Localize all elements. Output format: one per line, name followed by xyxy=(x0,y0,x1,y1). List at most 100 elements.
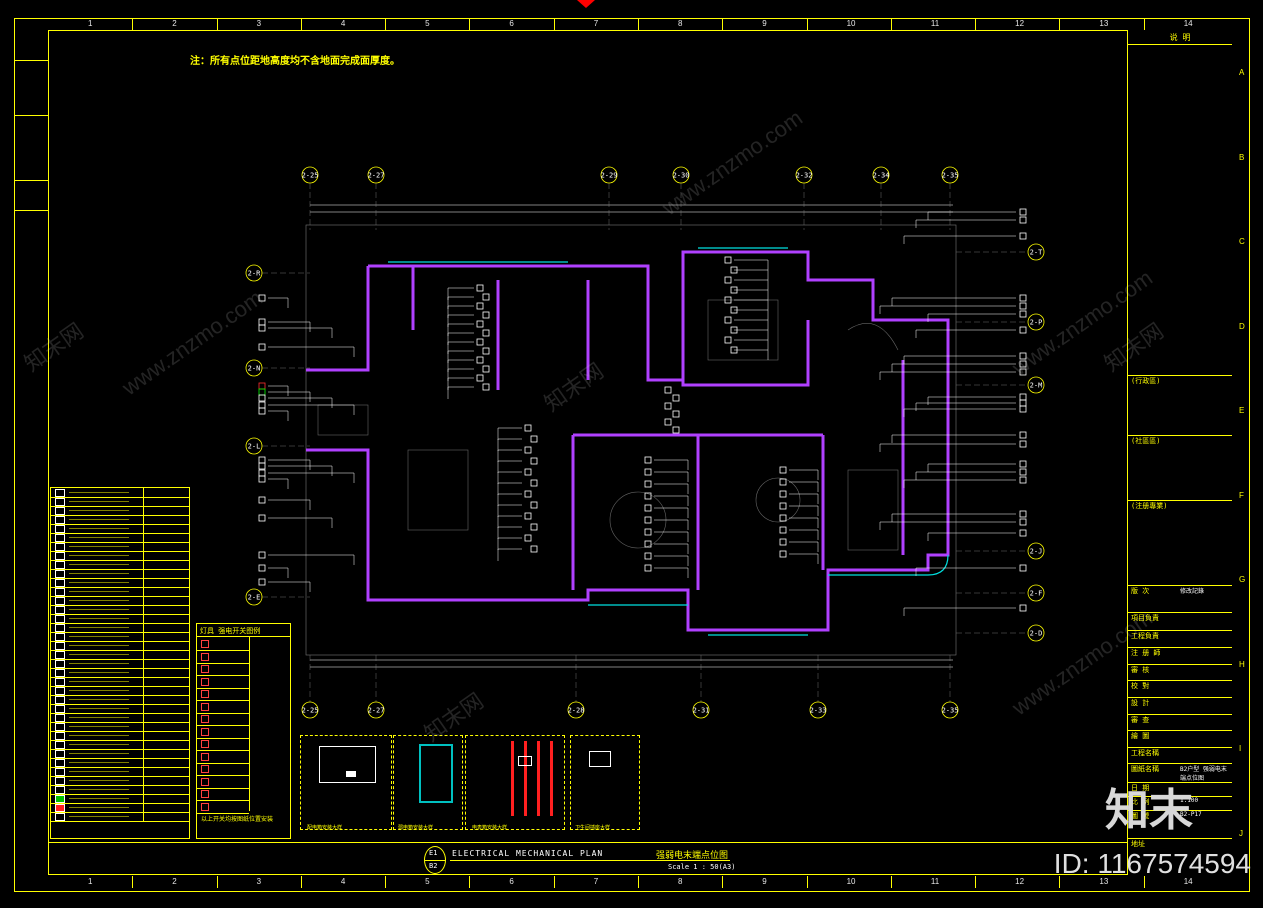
axis-bubble-left: 2-R xyxy=(245,264,263,282)
column-number: 6 xyxy=(509,877,514,886)
legend-symbol xyxy=(55,642,65,650)
column-number: 2 xyxy=(172,19,177,28)
device-symbol xyxy=(482,383,490,391)
legend-symbol xyxy=(55,696,65,704)
svg-text:2-F: 2-F xyxy=(1030,590,1043,598)
image-id: ID: 1167574594 xyxy=(1053,848,1251,879)
legend-symbol xyxy=(55,552,65,560)
device-symbol xyxy=(530,457,538,465)
drawing-sheet xyxy=(14,18,1250,892)
column-number: 8 xyxy=(678,19,683,28)
switch-icon xyxy=(201,715,209,723)
device-symbol xyxy=(779,538,787,546)
device-symbol xyxy=(1019,564,1027,572)
legend-symbol xyxy=(55,498,65,506)
svg-text:2-34: 2-34 xyxy=(873,172,890,180)
title-block-value: 1:100 xyxy=(1180,797,1199,804)
device-symbol xyxy=(779,514,787,522)
device-symbol xyxy=(1019,216,1027,224)
switch-legend-row xyxy=(197,688,249,701)
device-symbol xyxy=(258,382,266,390)
title-block-label: (注册專業) xyxy=(1131,502,1168,510)
legend-symbol xyxy=(55,543,65,551)
legend-row xyxy=(51,785,189,795)
switch-icon xyxy=(201,752,209,761)
svg-text:2-28: 2-28 xyxy=(568,707,585,715)
legend-symbol xyxy=(55,516,65,524)
title-block-label: 注 册 師 xyxy=(1131,649,1161,657)
device-symbol xyxy=(779,550,787,558)
switch-legend-row xyxy=(197,763,249,776)
legend-row xyxy=(51,605,189,615)
column-number: 13 xyxy=(1099,877,1109,886)
svg-text:2-35: 2-35 xyxy=(942,707,959,715)
column-number: 9 xyxy=(762,877,767,886)
legend-symbol xyxy=(55,489,65,497)
svg-text:2-33: 2-33 xyxy=(810,707,827,715)
row-letter: D xyxy=(1239,321,1245,331)
inner-frame xyxy=(48,30,1128,875)
legend-row xyxy=(51,569,189,579)
column-number: 7 xyxy=(593,877,599,886)
device-symbol xyxy=(1019,460,1027,468)
switch-legend-note: 以上开关均按图纸位置安装 xyxy=(201,816,274,823)
legend-row xyxy=(51,533,189,543)
column-number: 14 xyxy=(1183,877,1193,886)
legend-row xyxy=(51,767,189,777)
title-block-row: 繪 圖 xyxy=(1128,730,1232,744)
switch-icon xyxy=(201,727,209,736)
device-symbol xyxy=(530,479,538,487)
device-symbol xyxy=(644,564,652,572)
device-symbol xyxy=(258,564,266,572)
svg-text:2-N: 2-N xyxy=(248,365,261,373)
device-symbol xyxy=(644,516,652,524)
svg-text:2-25: 2-25 xyxy=(302,707,319,715)
device-symbol xyxy=(724,256,732,264)
legend-row xyxy=(51,551,189,561)
axis-bubble-left: 2-L xyxy=(245,437,263,455)
column-number: 4 xyxy=(340,877,346,886)
device-symbol xyxy=(672,426,680,434)
title-block-row: 圖紙名稱 B2户型 强弱电末端点位图 xyxy=(1128,763,1232,782)
column-number: 11 xyxy=(930,19,940,28)
device-symbol xyxy=(1019,518,1027,526)
switch-legend: 灯具 强电开关图例 以上开关均按图纸位置安装 xyxy=(196,623,291,839)
title-block-value: B2户型 强弱电末端点位图 xyxy=(1180,766,1227,782)
switch-legend-row xyxy=(197,776,249,789)
legend-row xyxy=(51,668,189,678)
column-number: 13 xyxy=(1099,19,1109,28)
svg-text:2-27: 2-27 xyxy=(368,707,385,715)
switch-legend-row xyxy=(197,738,249,751)
row-letter: E xyxy=(1239,406,1245,415)
axis-bubble-top: 2-29 xyxy=(601,166,617,184)
device-symbol xyxy=(644,456,652,464)
legend-symbol xyxy=(55,741,65,749)
device-symbol xyxy=(258,496,266,504)
column-number: 14 xyxy=(1183,19,1193,28)
axis-bubble-left: 2-E xyxy=(245,588,263,606)
device-symbol xyxy=(530,435,538,443)
title-block-label: 圖紙名稱 xyxy=(1131,765,1159,773)
device-symbol xyxy=(258,462,266,470)
switch-icon xyxy=(201,790,209,798)
switch-legend-title: 灯具 强电开关图例 xyxy=(200,627,261,635)
row-letter: H xyxy=(1239,659,1245,669)
device-symbol xyxy=(1019,399,1027,407)
device-symbol xyxy=(482,347,490,355)
legend-symbol xyxy=(55,750,65,758)
legend-row xyxy=(51,740,189,750)
legend-symbol xyxy=(55,732,65,740)
legend-row xyxy=(51,542,189,552)
device-symbol xyxy=(524,446,532,454)
device-symbol xyxy=(524,468,532,476)
title-block-label: (行政區) xyxy=(1131,377,1161,385)
legend-symbol xyxy=(55,561,65,569)
device-symbol xyxy=(644,492,652,500)
device-symbol xyxy=(482,293,490,301)
column-number: 9 xyxy=(762,19,767,28)
legend-symbol xyxy=(55,633,65,641)
plan-scale: Scale 1 : 50(A3) xyxy=(668,863,736,871)
column-number: 10 xyxy=(846,877,856,886)
legend-row xyxy=(51,758,189,768)
axis-bubble-bottom: 2-27 xyxy=(368,701,385,719)
